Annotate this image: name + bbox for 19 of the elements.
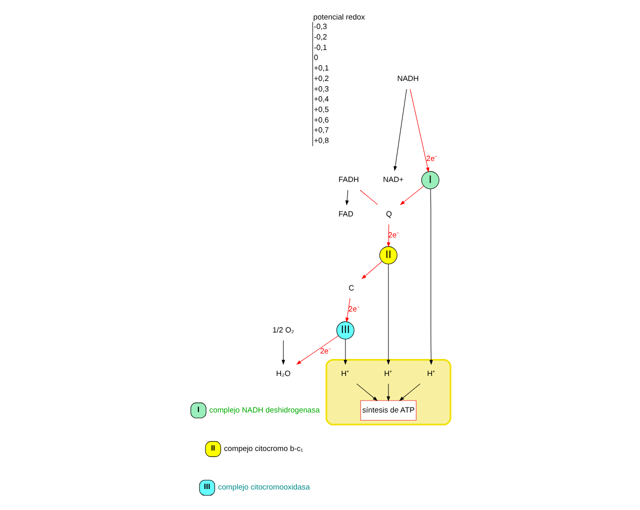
arrow	[386, 384, 390, 402]
node-circle: II	[378, 246, 397, 264]
node-circle: I	[420, 171, 439, 190]
arrow	[393, 88, 406, 172]
arrow	[398, 384, 420, 402]
arrow	[344, 298, 350, 323]
arrow	[356, 384, 378, 402]
arrow	[428, 188, 432, 365]
arrow	[281, 340, 285, 365]
node-circle: III	[336, 321, 354, 340]
arrow	[409, 88, 429, 172]
arrow	[386, 224, 390, 248]
arrow	[296, 336, 338, 365]
arrow	[399, 186, 424, 206]
arrow	[360, 261, 382, 280]
arrow	[386, 264, 390, 365]
arrow	[343, 338, 347, 365]
arrow	[344, 190, 348, 206]
connector	[359, 190, 378, 205]
